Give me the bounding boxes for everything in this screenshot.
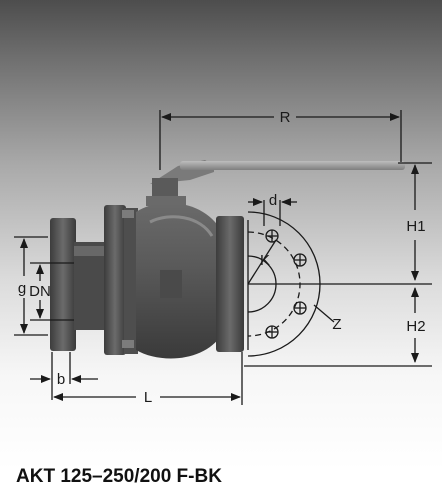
bore-outline (247, 255, 277, 313)
right-flange (216, 216, 244, 352)
label-z: Z (332, 316, 341, 333)
k-radius-line (247, 239, 277, 285)
label-b: b (57, 371, 65, 388)
label-l: L (144, 389, 152, 406)
label-g: g (18, 280, 26, 297)
handle-lever (180, 161, 405, 170)
product-caption: AKT 125–250/200 F-BK (16, 466, 222, 487)
body-flange-left (104, 205, 126, 355)
label-dn: DN (29, 283, 51, 300)
ball-valve-image (50, 160, 405, 359)
flange-outer-outline (247, 211, 321, 357)
label-k: K (260, 252, 270, 269)
z-leader-line (313, 304, 335, 323)
body-flange-rim (124, 208, 138, 354)
bolt-hole (293, 253, 307, 267)
left-neck (74, 242, 108, 330)
label-r: R (280, 109, 291, 126)
label-d: d (269, 192, 277, 209)
bolt-circle (247, 231, 301, 337)
body-highlight (149, 215, 214, 237)
body-boss (160, 270, 182, 298)
bolt (122, 340, 134, 348)
left-flange (50, 218, 76, 351)
label-h1: H1 (406, 218, 425, 235)
left-neck-highlight (74, 246, 108, 256)
bolt-hole (265, 229, 279, 243)
bolt (122, 210, 134, 218)
stem-base (146, 196, 186, 206)
flange-face-drawing (247, 211, 335, 357)
dimension-labels: R H1 H2 d K Z g DN b L (18, 109, 426, 406)
label-h2: H2 (406, 318, 425, 335)
bolt-hole (293, 301, 307, 315)
bolt-hole (265, 325, 279, 339)
